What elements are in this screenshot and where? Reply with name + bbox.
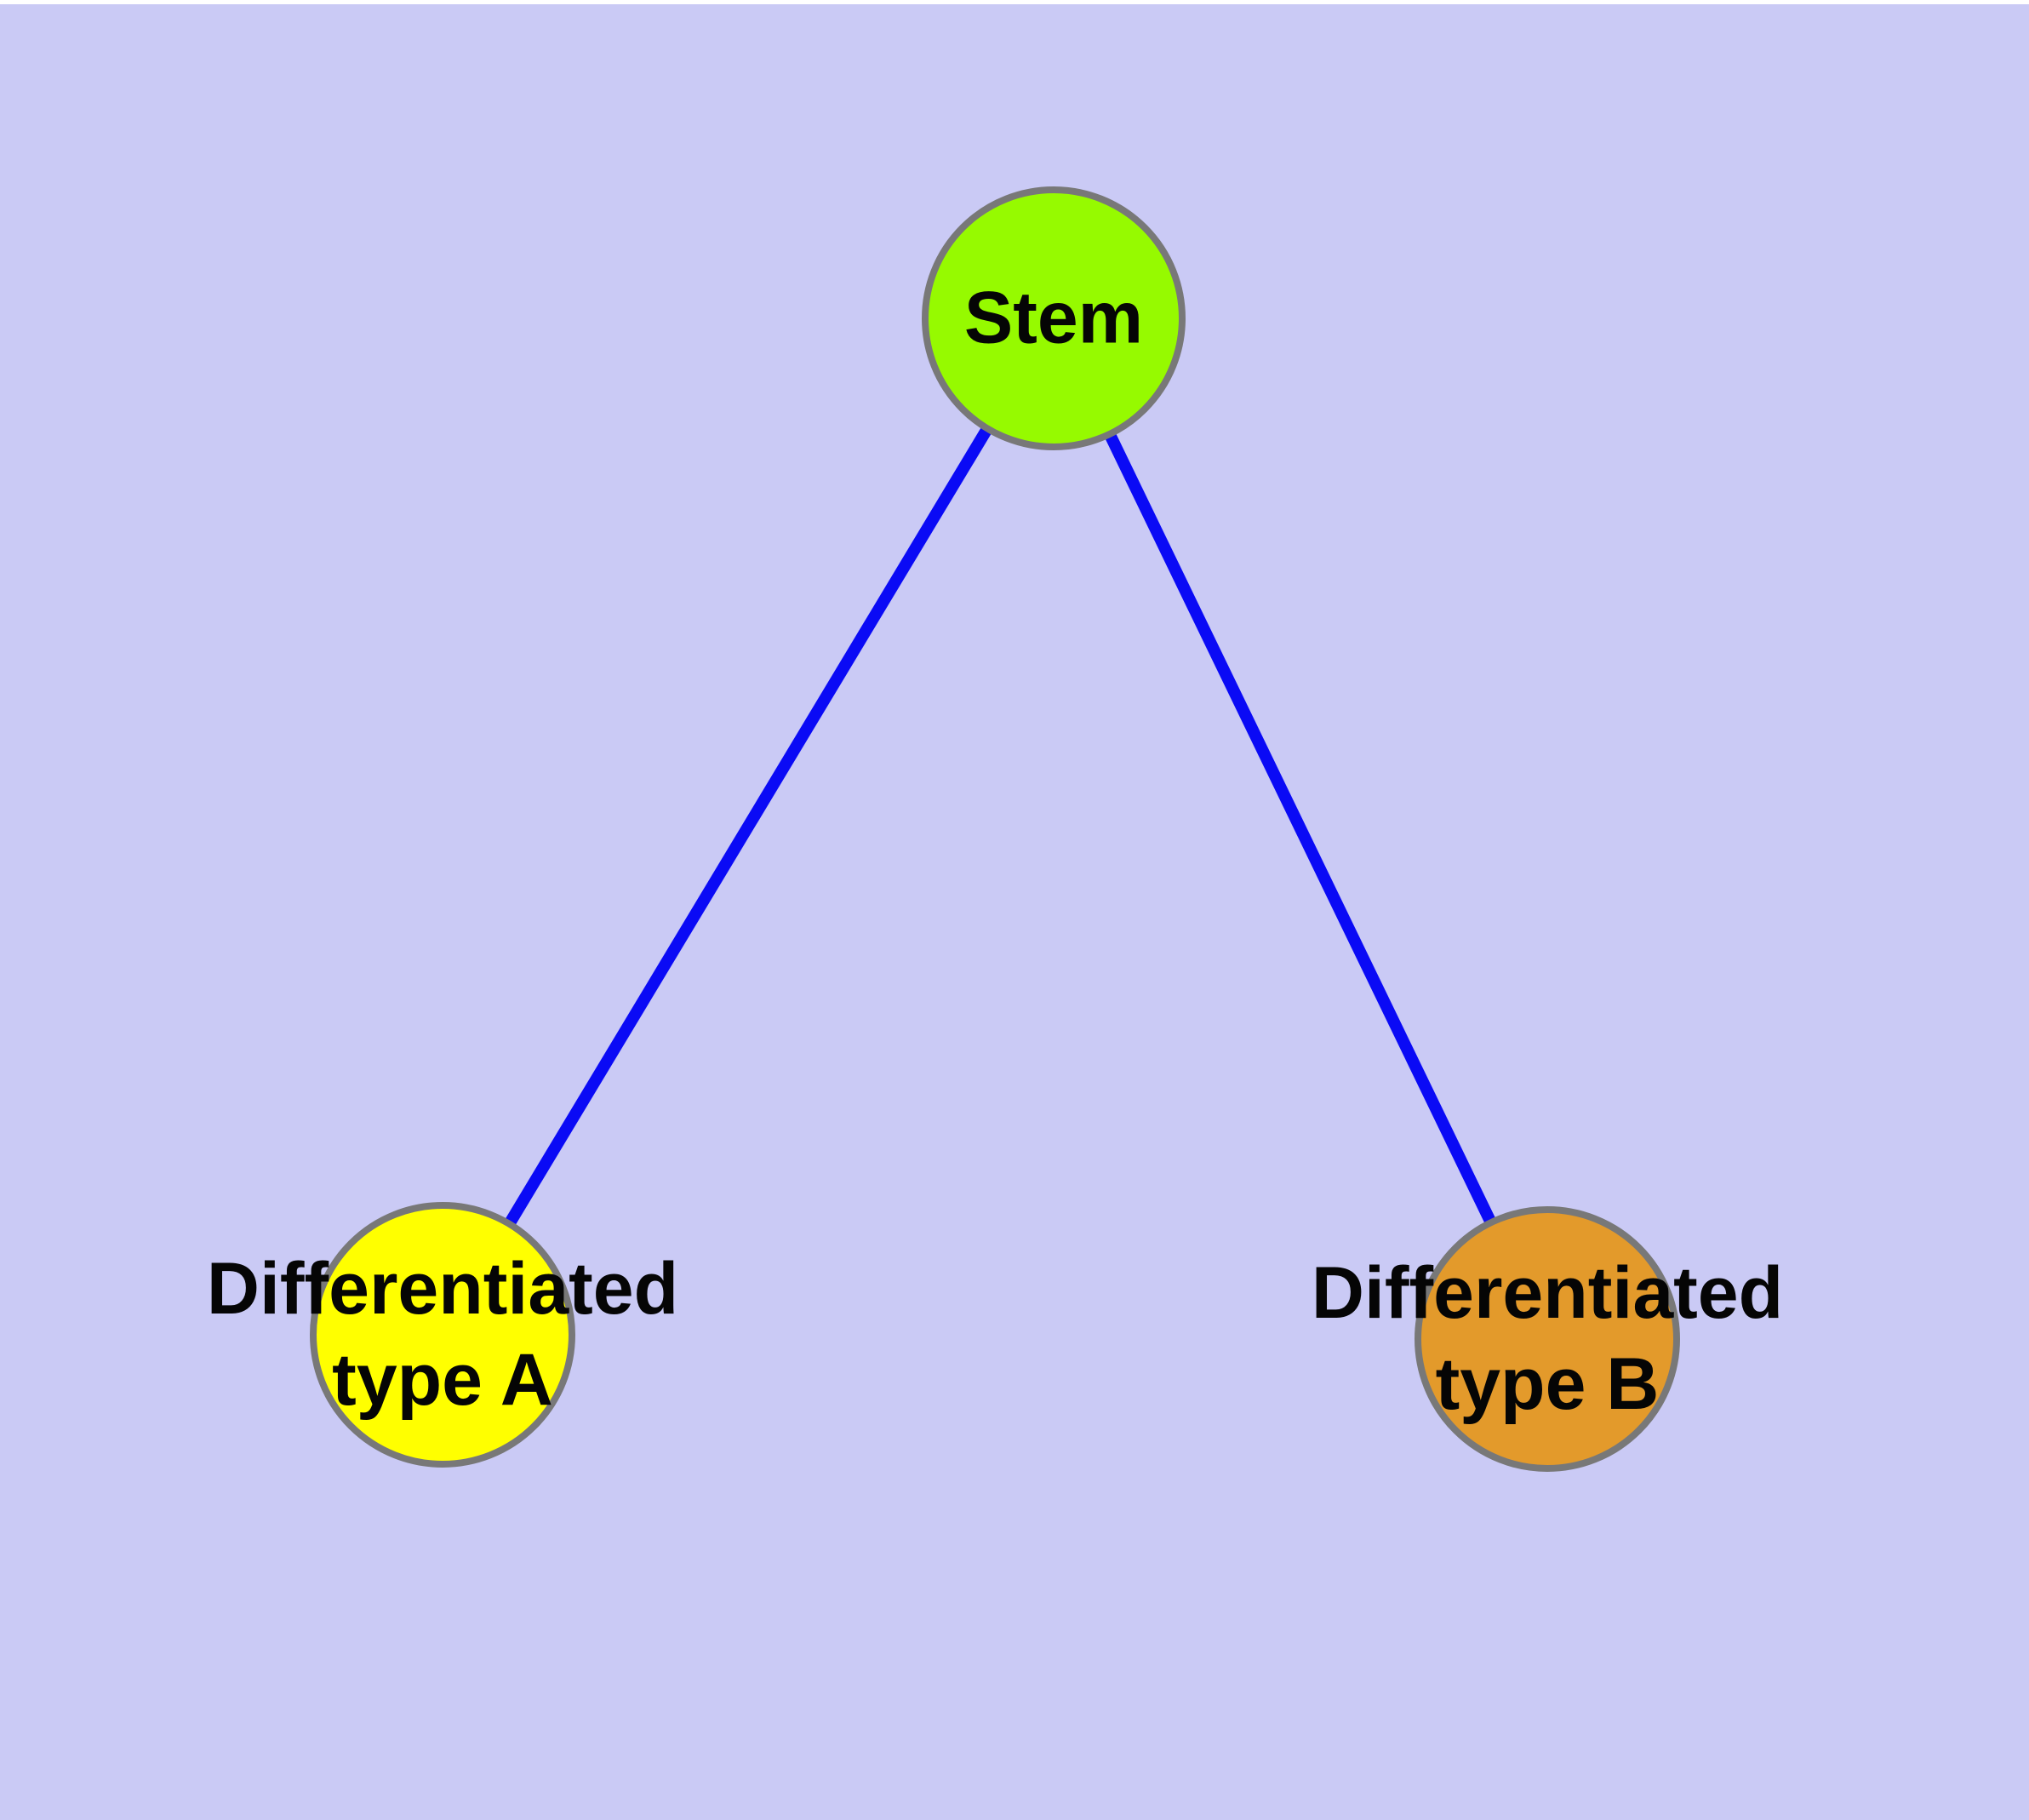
node-label-stem-text: Stem xyxy=(963,277,1144,359)
node-label-stem: Stem xyxy=(964,273,1143,364)
edge-stem-to-type-a[interactable] xyxy=(437,315,1059,1338)
node-label-type-b-line1: Differentiated xyxy=(1311,1252,1784,1334)
node-label-type-a: Differentiated type A xyxy=(207,1244,678,1426)
node-type-b-circle[interactable] xyxy=(1415,1206,1680,1472)
node-stem-circle[interactable] xyxy=(922,186,1186,450)
node-label-type-b-line2: type B xyxy=(1435,1343,1660,1425)
node-label-type-a-line1: Differentiated xyxy=(206,1248,679,1330)
edge-stem-to-type-b[interactable] xyxy=(1048,315,1553,1342)
node-label-type-a-line2: type A xyxy=(332,1339,553,1421)
node-type-a-circle[interactable] xyxy=(310,1202,575,1468)
top-strip xyxy=(0,0,2029,4)
node-label-type-b: Differentiated type B xyxy=(1312,1248,1783,1430)
